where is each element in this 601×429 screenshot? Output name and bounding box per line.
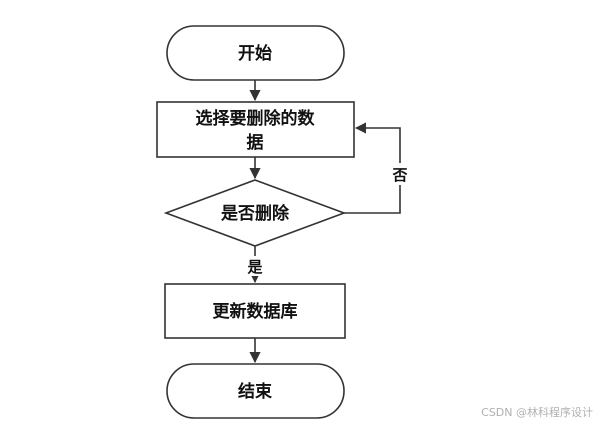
watermark: CSDN @林科程序设计 [481,406,593,419]
start-label: 开始 [238,43,272,64]
end-node [166,363,345,419]
no-label-bg [390,163,410,185]
select-data-label-line2: 据 [247,132,264,153]
decision-label: 是否删除 [221,203,290,224]
end-label: 结束 [238,381,272,402]
yes-label: 是 [246,258,263,276]
yes-label-bg [245,256,265,276]
select-data-node [156,101,355,158]
update-db-label: 更新数据库 [213,301,298,322]
no-label: 否 [391,166,407,184]
select-data-label-line1: 选择要删除的数 [196,108,316,129]
